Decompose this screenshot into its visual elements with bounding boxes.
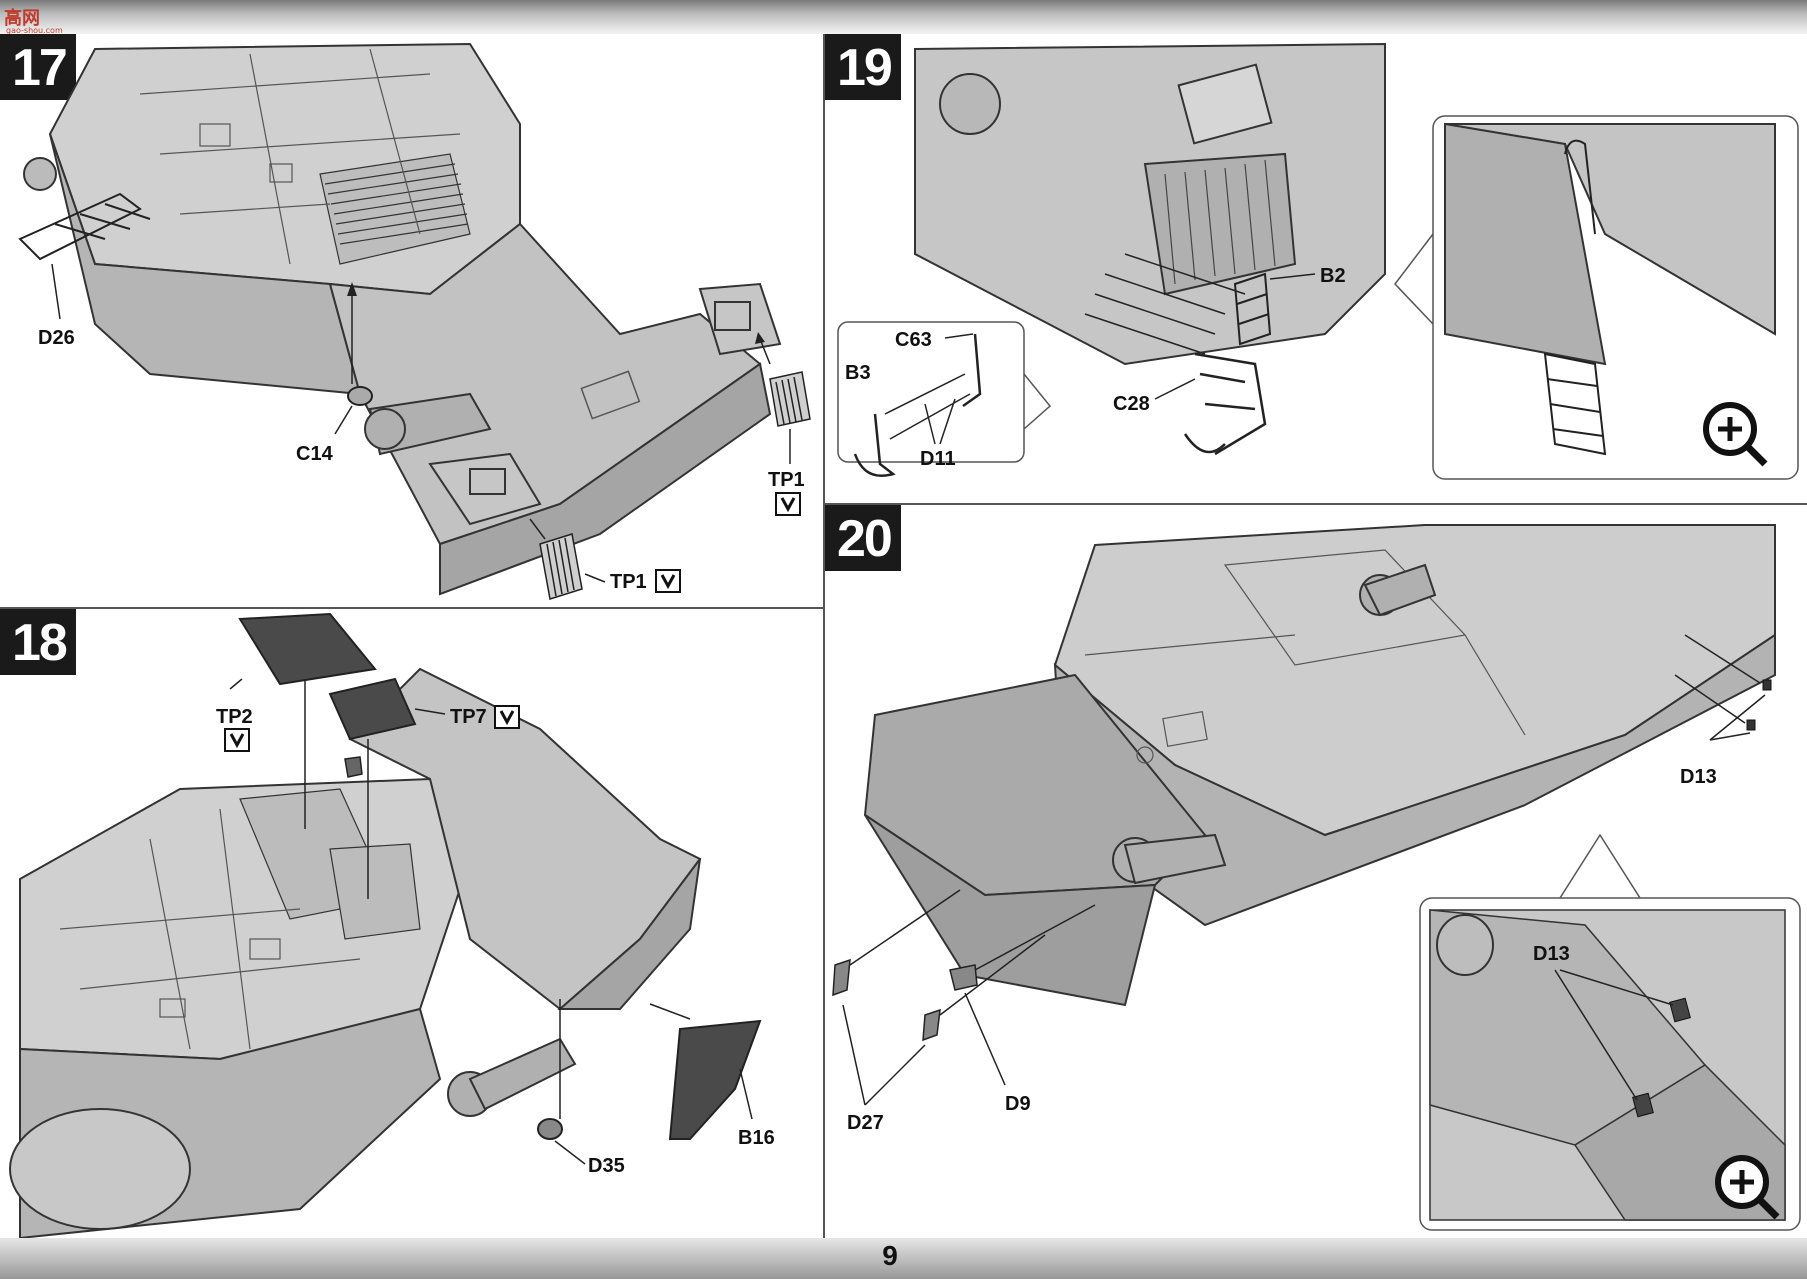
- front-lower-plate: [864, 814, 1157, 1007]
- panel-divider-vertical: [823, 34, 825, 1238]
- panel-divider-left: [0, 607, 823, 609]
- part-d35: [537, 1118, 563, 1140]
- callout-d27: D27: [847, 1112, 884, 1134]
- callout-d13-detail: D13: [1533, 943, 1570, 965]
- step-19-panel: 19 B2: [825, 34, 1807, 503]
- photo-etch-part-icon: [494, 705, 520, 729]
- rear-ribs: [1164, 159, 1276, 285]
- part-tp1-top: [769, 371, 811, 427]
- photo-etch-part-icon: [224, 728, 250, 752]
- attachment-arrows: [1084, 253, 1246, 355]
- part-d11: [884, 373, 971, 440]
- part-tp1-bottom: [539, 533, 583, 600]
- arrow-d13: [1674, 634, 1766, 741]
- front-plate: [557, 858, 701, 1010]
- step-number: 19: [825, 34, 901, 100]
- photo-etch-part-icon: [655, 569, 681, 593]
- part-d9: [949, 964, 978, 991]
- step-17-panel: 17: [0, 34, 823, 607]
- callout-d13: D13: [1680, 766, 1717, 788]
- callout-d26: D26: [38, 327, 75, 349]
- part-c14: [347, 386, 373, 406]
- callout-tp1-top: TP1: [768, 469, 805, 491]
- arrow-d9: [974, 904, 1096, 971]
- page-number: 9: [882, 1240, 898, 1271]
- deck-panel-lines: [59, 808, 361, 1050]
- part-tp7: [328, 677, 417, 741]
- part-b2: [1233, 272, 1272, 346]
- detail-tow-eye: [1436, 914, 1494, 976]
- callout-c14: C14: [296, 443, 334, 465]
- step-number: 17: [0, 34, 76, 100]
- callout-d11: D11: [920, 448, 956, 470]
- page-footer: [0, 1238, 1807, 1279]
- rear-hatch: [1177, 63, 1273, 145]
- rear-door: [1143, 152, 1297, 296]
- deck-panel-lines: [1084, 549, 1526, 764]
- callout-b2: B2: [1320, 265, 1346, 287]
- part-b3: [853, 413, 896, 477]
- watermark-url: gao-shou.com: [6, 26, 63, 35]
- zoom-in-icon: [1715, 1155, 1780, 1220]
- suspension-arm: [364, 392, 492, 456]
- callout-c28: C28: [1113, 393, 1150, 415]
- step-20-diagram: D13 D27 D9: [832, 524, 1801, 1231]
- step-19-diagram: B2 C28: [837, 42, 1799, 480]
- suspension-arm: [447, 1037, 577, 1117]
- detail-arrow-d13: [1554, 969, 1674, 1101]
- callout-tp7: TP7: [450, 706, 487, 728]
- step-18-diagram: TP2 TP7 D35: [9, 612, 775, 1238]
- arrow-d27: [842, 889, 1046, 1106]
- tow-eye: [939, 73, 1001, 135]
- zoom-in-icon: [1703, 402, 1768, 467]
- deck-panel-lines: [139, 48, 461, 265]
- engine-grille: [319, 153, 471, 265]
- front-plate: [439, 362, 772, 596]
- callout-d9: D9: [1005, 1093, 1031, 1115]
- part-d13: [1746, 679, 1772, 731]
- engine-grille: [239, 788, 421, 940]
- callout-b16: B16: [738, 1127, 775, 1149]
- suspension-arm: [1112, 563, 1437, 885]
- callout-d35: D35: [588, 1155, 625, 1177]
- callout-tp2: TP2: [216, 706, 253, 728]
- step-17-diagram: D26 C14: [18, 42, 811, 600]
- callout-c63: C63: [895, 329, 932, 351]
- step-20-panel: 20 D13: [825, 505, 1807, 1238]
- detail-part-d13: [1632, 997, 1691, 1118]
- panel-divider-right: [825, 503, 1807, 505]
- detail-ladder: [1543, 139, 1607, 456]
- part-c28: [1183, 352, 1267, 456]
- wheel-arch: [9, 1108, 191, 1230]
- step-number: 18: [0, 609, 76, 675]
- part-d27: [832, 958, 941, 1042]
- part-tp2: [238, 612, 377, 686]
- photo-etch-part-icon: [775, 492, 801, 516]
- step-number: 20: [825, 505, 901, 571]
- tow-eye: [23, 157, 57, 191]
- arrow-b16: [649, 1003, 691, 1020]
- glacis-hatch: [580, 370, 641, 420]
- callout-tp1-bottom: TP1: [610, 571, 647, 593]
- watermark-logo: 高网: [4, 8, 40, 29]
- part-c63: [962, 333, 982, 408]
- step-18-panel: 18 TP2: [0, 609, 823, 1238]
- part-d26: [18, 192, 151, 261]
- part-b16: [668, 1019, 762, 1140]
- small-part: [344, 756, 363, 778]
- headlight-guard-left: [428, 452, 542, 526]
- detail-hull-side: [1444, 122, 1607, 366]
- callout-b3: B3: [845, 362, 871, 384]
